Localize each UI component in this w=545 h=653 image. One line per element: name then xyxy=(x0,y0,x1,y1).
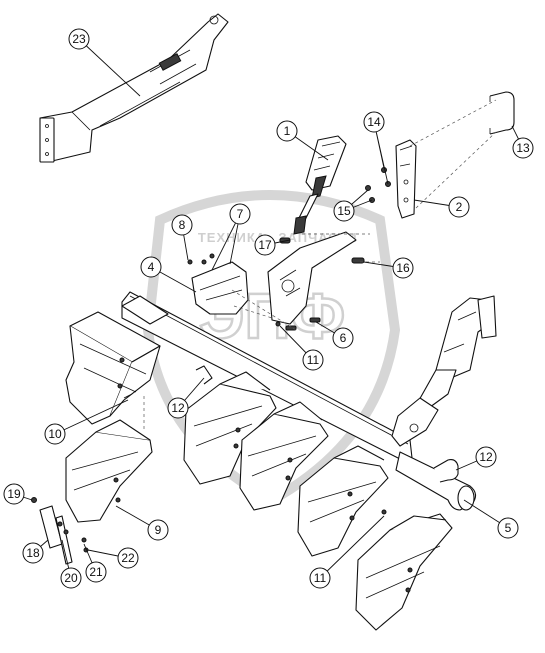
callout-1: 1 xyxy=(276,120,298,142)
part-4-mount-bracket xyxy=(187,253,249,315)
parts-14-15-nuts xyxy=(365,167,391,203)
svg-text:1: 1 xyxy=(284,124,291,138)
watermark-text-left: ТЕХНИКА xyxy=(198,230,266,245)
part-1-hydraulic-cylinder xyxy=(293,135,347,235)
callout-15: 15 xyxy=(333,200,355,222)
callouts: 1 2 4 5 6 7 8 9 10 11 11 12 12 13 14 15 … xyxy=(3,28,534,589)
callout-8: 8 xyxy=(171,214,193,236)
svg-text:12: 12 xyxy=(171,401,185,415)
callout-21: 21 xyxy=(85,561,107,583)
svg-text:19: 19 xyxy=(7,487,21,501)
shank-assembly-1 xyxy=(65,295,169,425)
svg-text:23: 23 xyxy=(72,32,86,46)
svg-text:7: 7 xyxy=(237,207,244,221)
assembly-dash-lines xyxy=(143,99,497,430)
callout-16: 16 xyxy=(392,257,414,279)
shank-assembly-3 xyxy=(183,371,277,485)
callout-13: 13 xyxy=(512,137,534,159)
shank-assembly-2 xyxy=(65,419,153,523)
callout-2: 2 xyxy=(448,196,470,218)
svg-text:10: 10 xyxy=(48,427,62,441)
part-23-hitch-beam xyxy=(39,13,229,163)
svg-text:11: 11 xyxy=(307,353,320,367)
callout-9: 9 xyxy=(147,519,169,541)
svg-text:11: 11 xyxy=(314,571,327,585)
shank-assembly-5 xyxy=(297,445,389,557)
callout-4: 4 xyxy=(140,256,162,278)
callout-11b: 11 xyxy=(309,567,331,589)
part-13-u-bolt xyxy=(489,91,515,135)
svg-text:15: 15 xyxy=(337,204,351,218)
svg-text:16: 16 xyxy=(396,261,410,275)
svg-text:4: 4 xyxy=(148,260,155,274)
svg-text:22: 22 xyxy=(121,551,135,565)
part-2-vertical-bracket xyxy=(395,139,417,219)
callout-20: 20 xyxy=(60,567,82,589)
svg-text:5: 5 xyxy=(505,521,512,535)
part-12-frame-u-bolts xyxy=(195,365,459,483)
shank-assembly-4 xyxy=(239,401,329,511)
callout-22: 22 xyxy=(117,547,139,569)
svg-text:14: 14 xyxy=(367,115,381,129)
callout-14: 14 xyxy=(363,111,385,133)
callout-10: 10 xyxy=(44,423,66,445)
callout-23: 23 xyxy=(68,28,90,50)
shank-assembly-6 xyxy=(355,513,453,631)
svg-text:8: 8 xyxy=(179,218,186,232)
callout-12b: 12 xyxy=(475,446,497,468)
callout-18: 18 xyxy=(22,542,44,564)
callout-12a: 12 xyxy=(167,397,189,419)
callout-19: 19 xyxy=(3,483,25,505)
svg-text:12: 12 xyxy=(479,450,493,464)
part-10-11-pins xyxy=(123,321,387,515)
callout-7: 7 xyxy=(229,203,251,225)
svg-text:20: 20 xyxy=(64,571,78,585)
callout-6: 6 xyxy=(332,327,354,349)
callout-11a: 11 xyxy=(302,349,324,371)
svg-text:18: 18 xyxy=(26,546,40,560)
svg-text:21: 21 xyxy=(89,565,103,579)
svg-text:2: 2 xyxy=(456,200,463,214)
svg-text:9: 9 xyxy=(155,523,162,537)
callout-5: 5 xyxy=(497,517,519,539)
svg-text:13: 13 xyxy=(516,141,530,155)
parts-16-17-pins xyxy=(279,237,365,264)
part-6-link-plate xyxy=(267,231,357,331)
callout-17: 17 xyxy=(254,234,276,256)
svg-text:17: 17 xyxy=(258,238,272,252)
right-lift-linkage xyxy=(391,295,497,447)
main-frame-tube xyxy=(121,291,477,511)
svg-text:6: 6 xyxy=(340,331,347,345)
